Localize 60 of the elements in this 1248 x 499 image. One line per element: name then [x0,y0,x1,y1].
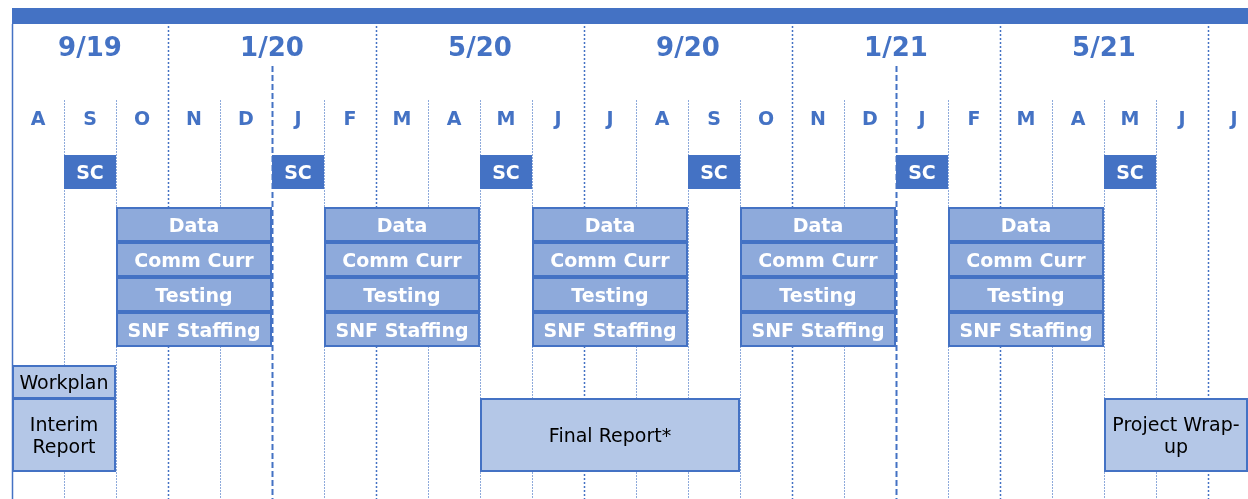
month-label: D [861,107,879,129]
period-label: 5/20 [447,32,513,62]
month-label: J [604,107,615,129]
task-bar: Comm Curr [740,242,896,277]
meeting-block: SC [64,155,116,189]
task-bar: SNF Staffing [948,312,1104,347]
meeting-block: SC [896,155,948,189]
meeting-block: SC [1104,155,1156,189]
month-label: O [132,107,152,129]
milestone-bar: Final Report* [480,398,740,472]
month-label: F [342,107,358,129]
meeting-block: SC [272,155,324,189]
task-bar: Testing [324,277,480,312]
meeting-block: SC [688,155,740,189]
month-label: J [1228,107,1239,129]
task-bar: Comm Curr [324,242,480,277]
month-label: S [82,107,98,129]
task-bar: Comm Curr [532,242,688,277]
month-label: N [185,107,203,129]
meeting-block: SC [480,155,532,189]
task-bar: Comm Curr [948,242,1104,277]
month-label: O [756,107,776,129]
task-bar: Data [740,207,896,242]
period-label: 1/21 [863,32,929,62]
period-label: 1/20 [239,32,305,62]
month-label: D [237,107,255,129]
task-bar: SNF Staffing [116,312,272,347]
month-label: M [1119,107,1141,129]
month-label: J [552,107,563,129]
task-bar: Testing [740,277,896,312]
task-bar: Data [532,207,688,242]
period-label: 5/21 [1071,32,1137,62]
task-bar: Testing [532,277,688,312]
month-label: A [1069,107,1087,129]
task-bar: Comm Curr [116,242,272,277]
task-bar: SNF Staffing [740,312,896,347]
month-label: A [29,107,47,129]
period-label: 9/19 [57,32,123,62]
milestone-bar: Interim Report [12,398,116,472]
milestone-bar: Workplan [12,365,116,399]
month-label: F [966,107,982,129]
month-label: J [1176,107,1187,129]
task-bar: Data [116,207,272,242]
month-label: M [1015,107,1037,129]
month-label: A [445,107,463,129]
task-bar: Data [324,207,480,242]
task-bar: SNF Staffing [324,312,480,347]
month-label: N [809,107,827,129]
period-label: 9/20 [655,32,721,62]
month-label: J [916,107,927,129]
month-label: M [495,107,517,129]
task-bar: Testing [116,277,272,312]
month-label: A [653,107,671,129]
task-bar: Testing [948,277,1104,312]
month-label: S [706,107,722,129]
month-label: M [391,107,413,129]
milestone-bar: Project Wrap-up [1104,398,1248,472]
task-bar: SNF Staffing [532,312,688,347]
month-label: J [292,107,303,129]
task-bar: Data [948,207,1104,242]
